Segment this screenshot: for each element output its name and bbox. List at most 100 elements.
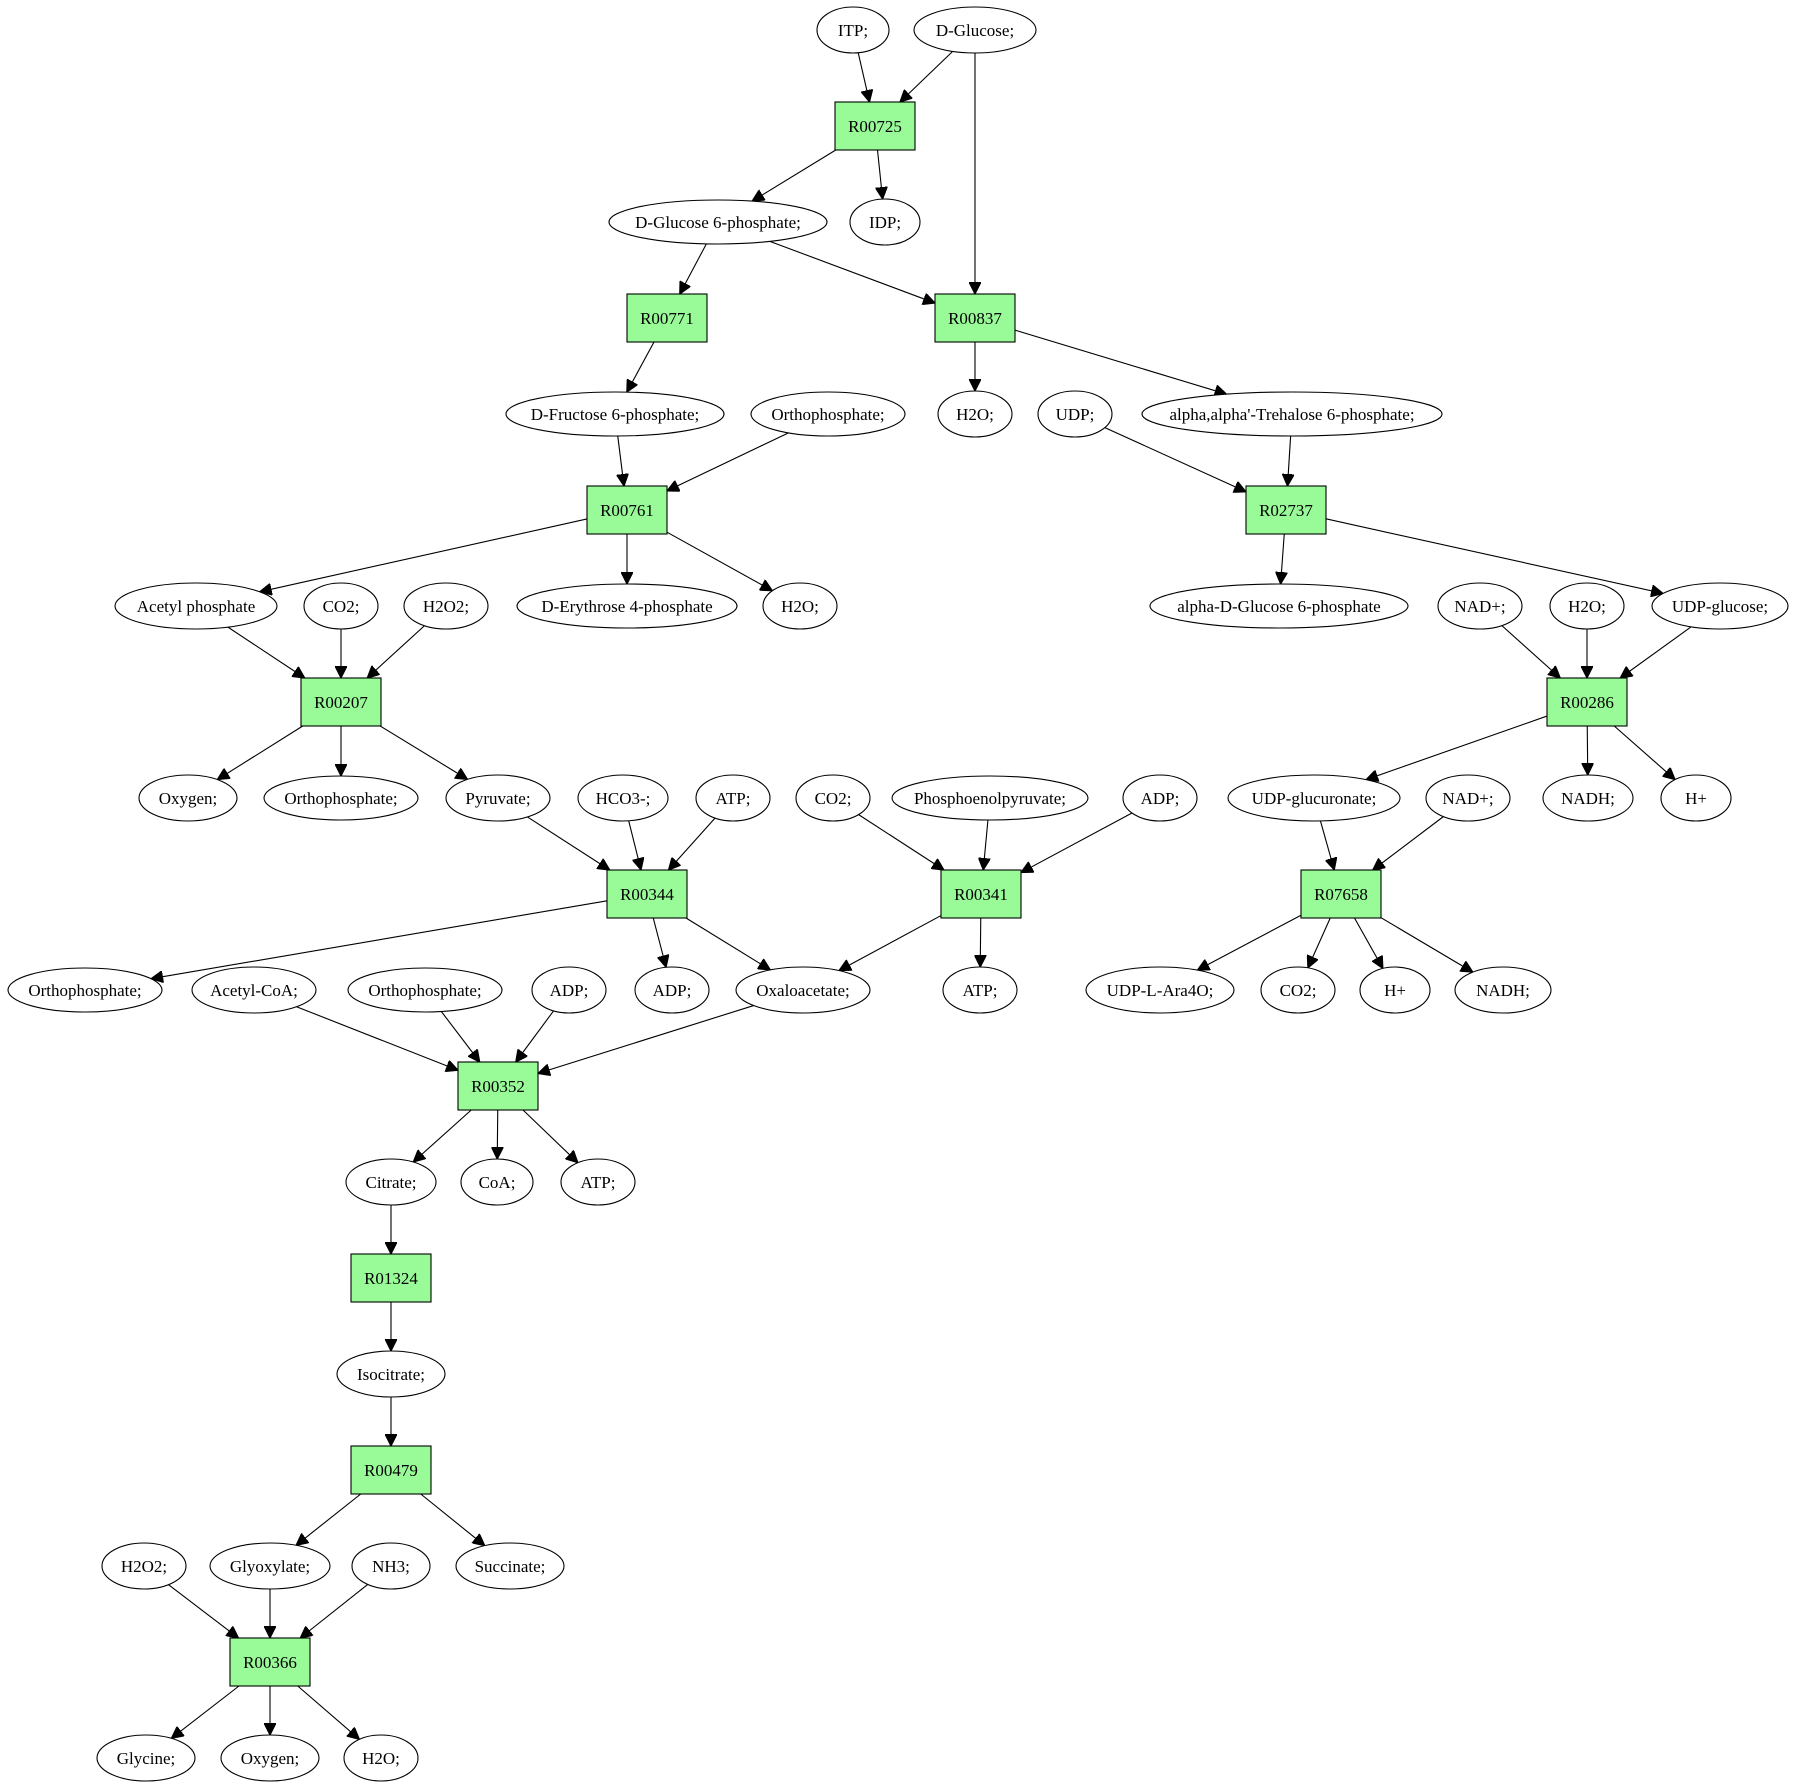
reaction-node-r02737: R02737 (1245, 485, 1327, 535)
edge-nh3-to-r00366 (300, 1584, 369, 1638)
node-label: Acetyl phosphate (137, 597, 256, 616)
node-label: NAD+; (1442, 789, 1493, 808)
node-label: R00207 (314, 693, 368, 712)
edge-r02737-to-adg6p (1281, 533, 1285, 584)
compound-node-orthophos4: Orthophosphate; (347, 967, 503, 1013)
edge-r00207-to-oxygen1 (217, 725, 304, 780)
edge-g6p-to-r00837 (769, 240, 935, 303)
compound-node-h2o3: H2O; (1549, 582, 1625, 630)
compound-node-pep: Phosphoenolpyruvate; (891, 775, 1089, 821)
compound-ellipse (577, 774, 669, 822)
edge-r00344-to-adp3 (652, 917, 666, 967)
compound-node-glyoxylate: Glyoxylate; (209, 1542, 331, 1590)
compound-ellipse (460, 1158, 534, 1206)
edge-r00479-to-succinate (420, 1493, 485, 1546)
compound-ellipse (347, 967, 503, 1013)
node-label: H2O; (1568, 597, 1606, 616)
node-label: R00725 (848, 117, 902, 136)
reaction-box (350, 1253, 432, 1303)
node-label: Citrate; (366, 1173, 417, 1192)
compound-ellipse (1425, 774, 1511, 822)
compound-node-adp1: ADP; (1122, 774, 1198, 822)
edge-oaa-to-r00352 (538, 1005, 754, 1074)
node-label: IDP; (869, 213, 901, 232)
compound-ellipse (336, 1350, 446, 1398)
edge-h2o2a-to-r00207 (367, 625, 425, 678)
node-label: Succinate; (475, 1557, 546, 1576)
compound-node-atp2: ATP; (942, 966, 1018, 1014)
compound-node-citrate: Citrate; (345, 1158, 437, 1206)
compound-node-h2o2a: H2O2; (403, 582, 489, 630)
compound-ellipse (762, 582, 838, 630)
node-label: Phosphoenolpyruvate; (914, 789, 1066, 808)
edge-r00207-to-pyruvate (379, 725, 467, 779)
compound-ellipse (735, 966, 871, 1014)
node-label: Orthophosphate; (28, 981, 141, 1000)
compound-node-co2a: CO2; (303, 582, 379, 630)
edge-itp-to-r00725 (857, 52, 869, 102)
compound-node-pyruvate: Pyruvate; (445, 774, 551, 822)
reaction-node-r07658: R07658 (1300, 869, 1382, 919)
node-label: UDP; (1056, 405, 1095, 424)
node-label: alpha,alpha'-Trehalose 6-phosphate; (1169, 405, 1414, 424)
edge-g6p-to-r00771 (680, 243, 707, 294)
compound-node-orthophos1: Orthophosphate; (750, 391, 906, 437)
node-label: CO2; (1280, 981, 1317, 1000)
compound-ellipse (695, 774, 771, 822)
edge-r00352-to-coa (497, 1109, 498, 1159)
node-label: R00771 (640, 309, 694, 328)
compound-ellipse (942, 966, 1018, 1014)
reaction-node-r00479: R00479 (350, 1445, 432, 1495)
compound-ellipse (750, 391, 906, 437)
edge-r00286-to-udpglcur (1366, 715, 1548, 780)
edge-r00725-to-idp (878, 149, 883, 199)
compound-node-trehalose6p: alpha,alpha'-Trehalose 6-phosphate; (1141, 391, 1443, 437)
reaction-node-r00207: R00207 (300, 677, 382, 727)
node-label: Acetyl-CoA; (210, 981, 298, 1000)
compound-node-e4p: D-Erythrose 4-phosphate (516, 583, 738, 629)
edge-r00344-to-oaa (685, 917, 770, 970)
reaction-box (834, 101, 916, 151)
reaction-box (300, 677, 382, 727)
node-label: R00352 (471, 1077, 525, 1096)
edge-acetylp-to-r00207 (227, 626, 305, 678)
compound-ellipse (1141, 391, 1443, 437)
node-label: R00479 (364, 1461, 418, 1480)
node-label: H2O; (781, 597, 819, 616)
compound-node-oaa: Oxaloacetate; (735, 966, 871, 1014)
compound-ellipse (138, 774, 238, 822)
compound-ellipse (1227, 774, 1401, 822)
compound-ellipse (1660, 774, 1732, 822)
compound-node-adp2: ADP; (531, 966, 607, 1014)
reaction-box (586, 485, 668, 535)
node-label: R00366 (243, 1653, 297, 1672)
edge-r00761-to-h2o2 (666, 531, 772, 590)
compound-ellipse (345, 1158, 437, 1206)
compound-ellipse (913, 6, 1037, 54)
edge-h2o2b-to-r00366 (168, 1584, 239, 1638)
reaction-box (229, 1637, 311, 1687)
node-label: H+ (1685, 789, 1707, 808)
node-label: ATP; (963, 981, 998, 1000)
compound-node-hplus1: H+ (1660, 774, 1732, 822)
edge-r00479-to-glyoxylate (296, 1493, 362, 1545)
reaction-node-r00771: R00771 (626, 293, 708, 343)
edge-r00286-to-nadh1 (1587, 725, 1588, 775)
edge-udpglc-to-r00286 (1620, 626, 1692, 678)
reaction-box (1546, 677, 1628, 727)
compound-ellipse (220, 1734, 320, 1782)
node-label: R00837 (948, 309, 1002, 328)
reaction-box (934, 293, 1016, 343)
node-label: NH3; (372, 1557, 410, 1576)
node-label: CO2; (323, 597, 360, 616)
reaction-box (940, 869, 1022, 919)
node-label: R02737 (1259, 501, 1313, 520)
node-label: UDP-L-Ara4O; (1107, 981, 1214, 1000)
node-label: Isocitrate; (357, 1365, 425, 1384)
node-label: H2O; (956, 405, 994, 424)
node-label: R00286 (1560, 693, 1614, 712)
compound-node-nad2: NAD+; (1425, 774, 1511, 822)
node-label: NADH; (1476, 981, 1530, 1000)
compound-node-h2o4: H2O; (343, 1734, 419, 1782)
